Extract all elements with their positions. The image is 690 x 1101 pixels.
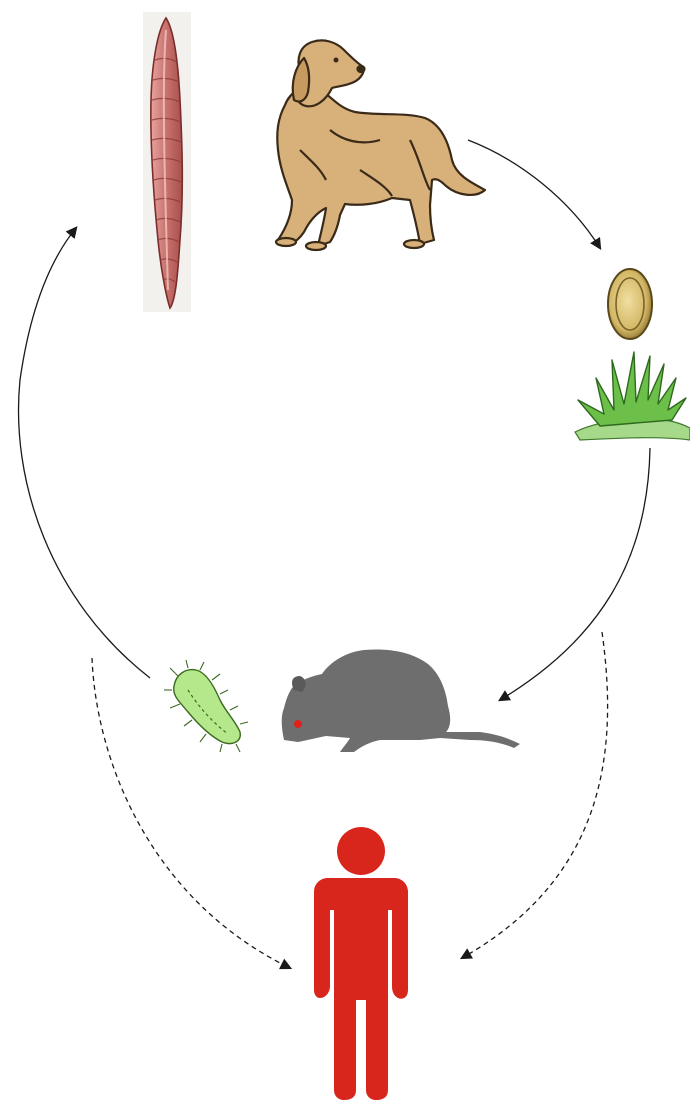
rodent-icon [282,650,520,752]
rodent-eye [294,720,302,728]
arrow-dog-to-egg [468,140,600,248]
egg-icon [608,269,652,339]
arrow-right-to-human [462,632,608,958]
arrow-larva-to-worm [19,228,150,678]
dog-icon [276,40,485,250]
grass-icon [575,352,690,440]
larva-icon [164,660,248,752]
worm-icon [143,12,191,312]
human-icon [314,827,408,1100]
arrow-vegetation-to-rodent [500,448,650,700]
